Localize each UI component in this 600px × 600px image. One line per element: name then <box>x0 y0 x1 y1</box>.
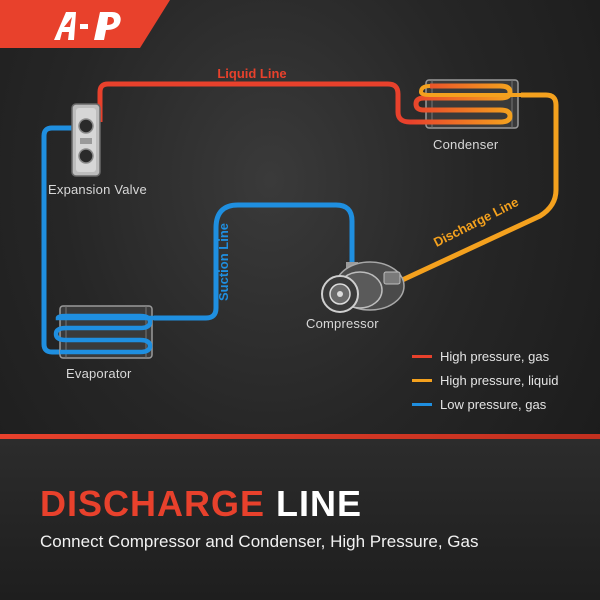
expansion-valve-label: Expansion Valve <box>48 182 147 197</box>
legend-item: High pressure, gas <box>412 344 559 368</box>
discharge-line-label: Discharge Line <box>431 194 521 250</box>
legend-label: High pressure, gas <box>440 348 550 364</box>
legend-label: Low pressure, gas <box>440 396 547 412</box>
legend: High pressure, gas High pressure, liquid… <box>412 344 559 416</box>
page-title: DISCHARGE LINE <box>40 484 362 524</box>
evaporator-feed-pipe <box>41 125 72 355</box>
expansion-valve-icon <box>71 103 101 177</box>
evaporator-coil <box>53 305 154 359</box>
bottom-panel <box>0 439 600 600</box>
logo-mark-icon <box>54 12 121 40</box>
liquid-line-label: Liquid Line <box>217 66 286 81</box>
discharge-line-pipe <box>396 92 559 285</box>
compressor-icon <box>321 261 405 313</box>
evaporator-label: Evaporator <box>66 366 132 381</box>
suction-line-label: Suction Line <box>216 223 231 301</box>
suction-line-pipe <box>154 202 355 321</box>
legend-item: High pressure, liquid <box>412 368 559 392</box>
condenser-label: Condenser <box>433 137 499 152</box>
legend-label: High pressure, liquid <box>440 372 559 388</box>
compressor-label: Compressor <box>306 316 379 331</box>
page-subtitle: Connect Compressor and Condenser, High P… <box>40 532 479 551</box>
section-divider <box>0 434 600 439</box>
brand-logo <box>0 0 170 48</box>
legend-item: Low pressure, gas <box>412 392 559 416</box>
legend-swatch <box>412 402 432 406</box>
legend-swatch <box>412 354 432 358</box>
title-rest: LINE <box>265 483 363 524</box>
liquid-line-pipe <box>97 81 411 125</box>
legend-swatch <box>412 378 432 382</box>
title-highlight: DISCHARGE <box>40 483 266 524</box>
condenser-coil <box>410 79 521 129</box>
